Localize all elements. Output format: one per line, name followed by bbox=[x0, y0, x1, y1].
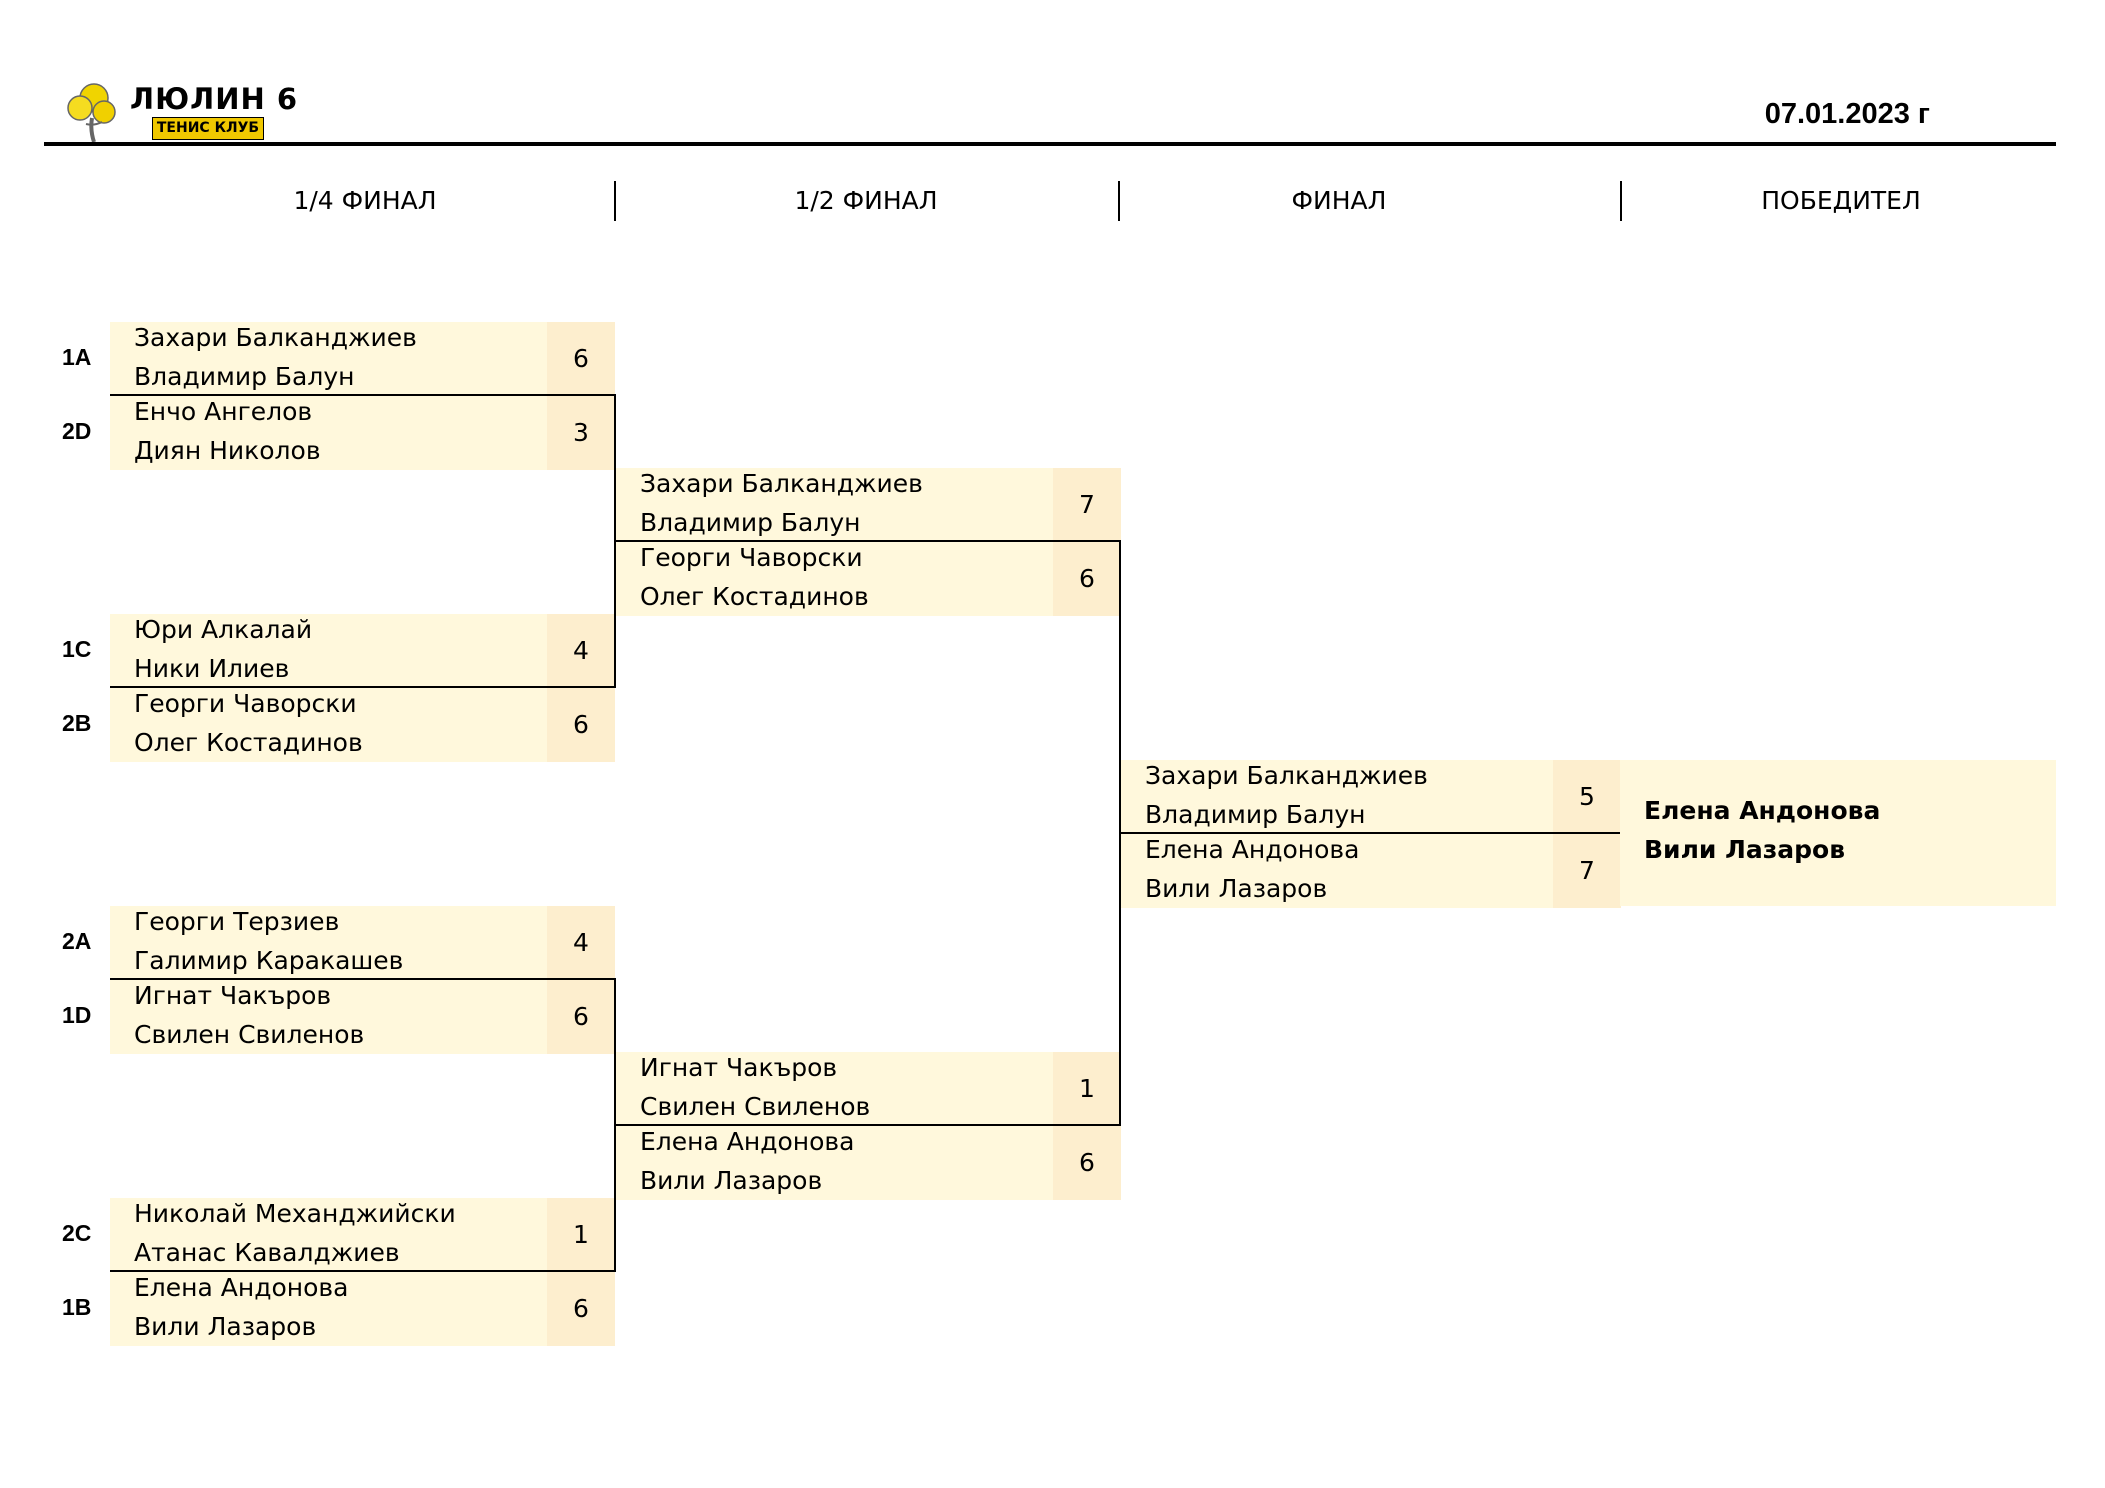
column-header-final: ФИНАЛ bbox=[1291, 186, 1387, 215]
seed-label: 2D bbox=[62, 418, 92, 444]
player-name: Захари Балканджиев bbox=[1145, 761, 1428, 790]
bracket-line bbox=[110, 394, 615, 396]
player-name: Владимир Балун bbox=[640, 508, 861, 537]
seed-label: 1A bbox=[62, 344, 92, 370]
entry-score: 1 bbox=[547, 1198, 615, 1272]
player-name: Георги Чаворски bbox=[640, 543, 863, 572]
player-name: Вили Лазаров bbox=[134, 1312, 317, 1341]
bracket-line bbox=[1121, 832, 1621, 834]
seed-label: 2B bbox=[62, 710, 92, 736]
seed-label: 1B bbox=[62, 1294, 92, 1320]
club-subtitle: ТЕНИС КЛУБ bbox=[152, 117, 264, 140]
event-date: 07.01.2023 г bbox=[1764, 98, 1930, 130]
entry-score: 1 bbox=[1053, 1052, 1121, 1126]
header-divider bbox=[44, 142, 2056, 146]
column-header-winner: ПОБЕДИТЕЛ bbox=[1761, 186, 1921, 215]
entry-score: 6 bbox=[547, 980, 615, 1054]
entry-score: 4 bbox=[547, 614, 615, 688]
player-name: Юри Алкалай bbox=[134, 615, 313, 644]
seed-label: 1C bbox=[62, 636, 92, 662]
bracket-line bbox=[616, 1124, 1121, 1126]
player-name: Георги Терзиев bbox=[134, 907, 340, 936]
column-header-semifinal: 1/2 ФИНАЛ bbox=[794, 186, 938, 215]
entry-score: 6 bbox=[547, 688, 615, 762]
player-name: Олег Костадинов bbox=[640, 582, 869, 611]
column-header-quarterfinal: 1/4 ФИНАЛ bbox=[293, 186, 437, 215]
entry-score: 7 bbox=[1053, 468, 1121, 542]
player-name: Захари Балканджиев bbox=[134, 323, 417, 352]
club-name: ЛЮЛИН 6 bbox=[130, 82, 299, 116]
bracket-line bbox=[110, 1270, 615, 1272]
bracket-line bbox=[614, 978, 616, 1272]
seed-label: 2C bbox=[62, 1220, 92, 1246]
entry-score: 6 bbox=[547, 1272, 615, 1346]
seed-label: 2A bbox=[62, 928, 92, 954]
player-name: Елена Андонова bbox=[640, 1127, 855, 1156]
player-name: Свилен Свиленов bbox=[640, 1092, 871, 1121]
bracket-line bbox=[616, 540, 1121, 542]
player-name: Георги Чаворски bbox=[134, 689, 357, 718]
player-name: Ники Илиев bbox=[134, 654, 290, 683]
player-name: Диян Николов bbox=[134, 436, 321, 465]
player-name: Владимир Балун bbox=[134, 362, 355, 391]
player-name: Захари Балканджиев bbox=[640, 469, 923, 498]
winner-box: Елена Андонова Вили Лазаров bbox=[1620, 760, 2056, 906]
player-name: Елена Андонова bbox=[134, 1273, 349, 1302]
player-name: Вили Лазаров bbox=[640, 1166, 823, 1195]
player-name: Свилен Свиленов bbox=[134, 1020, 365, 1049]
column-separator bbox=[614, 181, 616, 221]
entry-score: 5 bbox=[1553, 760, 1621, 834]
bracket-line bbox=[110, 978, 615, 980]
player-name: Николай Механджийски bbox=[134, 1199, 456, 1228]
column-separator bbox=[1620, 181, 1622, 221]
entry-score: 6 bbox=[1053, 542, 1121, 616]
column-separator bbox=[1118, 181, 1120, 221]
player-name: Елена Андонова bbox=[1145, 835, 1360, 864]
entry-score: 6 bbox=[1053, 1126, 1121, 1200]
tennis-club-logo-icon bbox=[67, 83, 116, 143]
winner-player-1: Елена Андонова bbox=[1644, 796, 1881, 825]
player-name: Игнат Чакъров bbox=[640, 1053, 838, 1082]
entry-score: 7 bbox=[1553, 834, 1621, 908]
player-name: Владимир Балун bbox=[1145, 800, 1366, 829]
bracket-line bbox=[614, 394, 616, 688]
player-name: Олег Костадинов bbox=[134, 728, 363, 757]
player-name: Игнат Чакъров bbox=[134, 981, 332, 1010]
entry-score: 4 bbox=[547, 906, 615, 980]
bracket-line bbox=[110, 686, 615, 688]
player-name: Енчо Ангелов bbox=[134, 397, 313, 426]
seed-label: 1D bbox=[62, 1002, 92, 1028]
player-name: Вили Лазаров bbox=[1145, 874, 1328, 903]
bracket-line bbox=[1119, 540, 1121, 1126]
winner-player-2: Вили Лазаров bbox=[1644, 835, 1846, 864]
player-name: Галимир Каракашев bbox=[134, 946, 404, 975]
player-name: Атанас Кавалджиев bbox=[134, 1238, 400, 1267]
entry-score: 6 bbox=[547, 322, 615, 396]
entry-score: 3 bbox=[547, 396, 615, 470]
